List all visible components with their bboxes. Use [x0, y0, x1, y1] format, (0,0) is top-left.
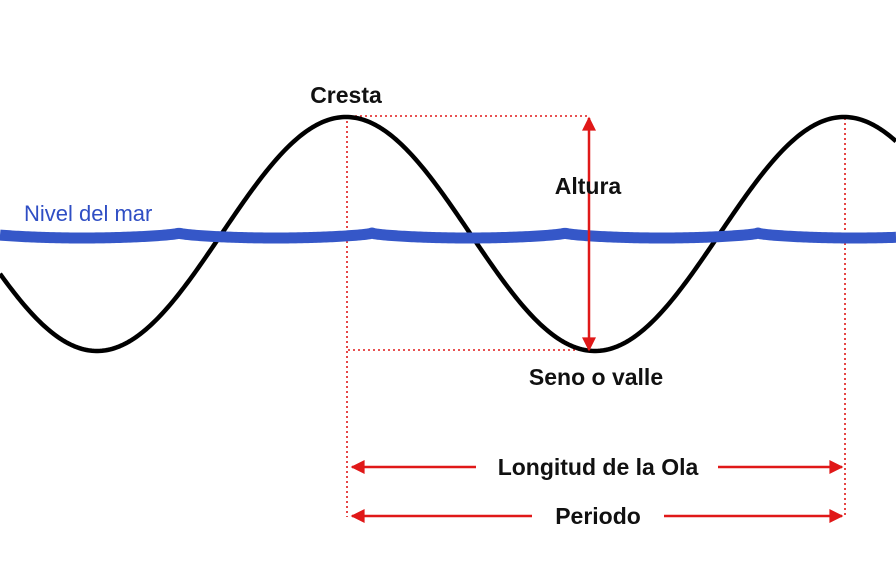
- trough-label: Seno o valle: [529, 364, 663, 390]
- sea-level-line: [0, 227, 896, 244]
- crest-label: Cresta: [310, 82, 382, 108]
- height-label: Altura: [555, 173, 622, 199]
- guide-lines: [345, 115, 846, 517]
- period-label: Periodo: [555, 503, 641, 529]
- wavelength-label: Longitud de la Ola: [498, 454, 699, 480]
- sea-level-label: Nivel del mar: [24, 201, 152, 226]
- wave-curve: [0, 114, 896, 354]
